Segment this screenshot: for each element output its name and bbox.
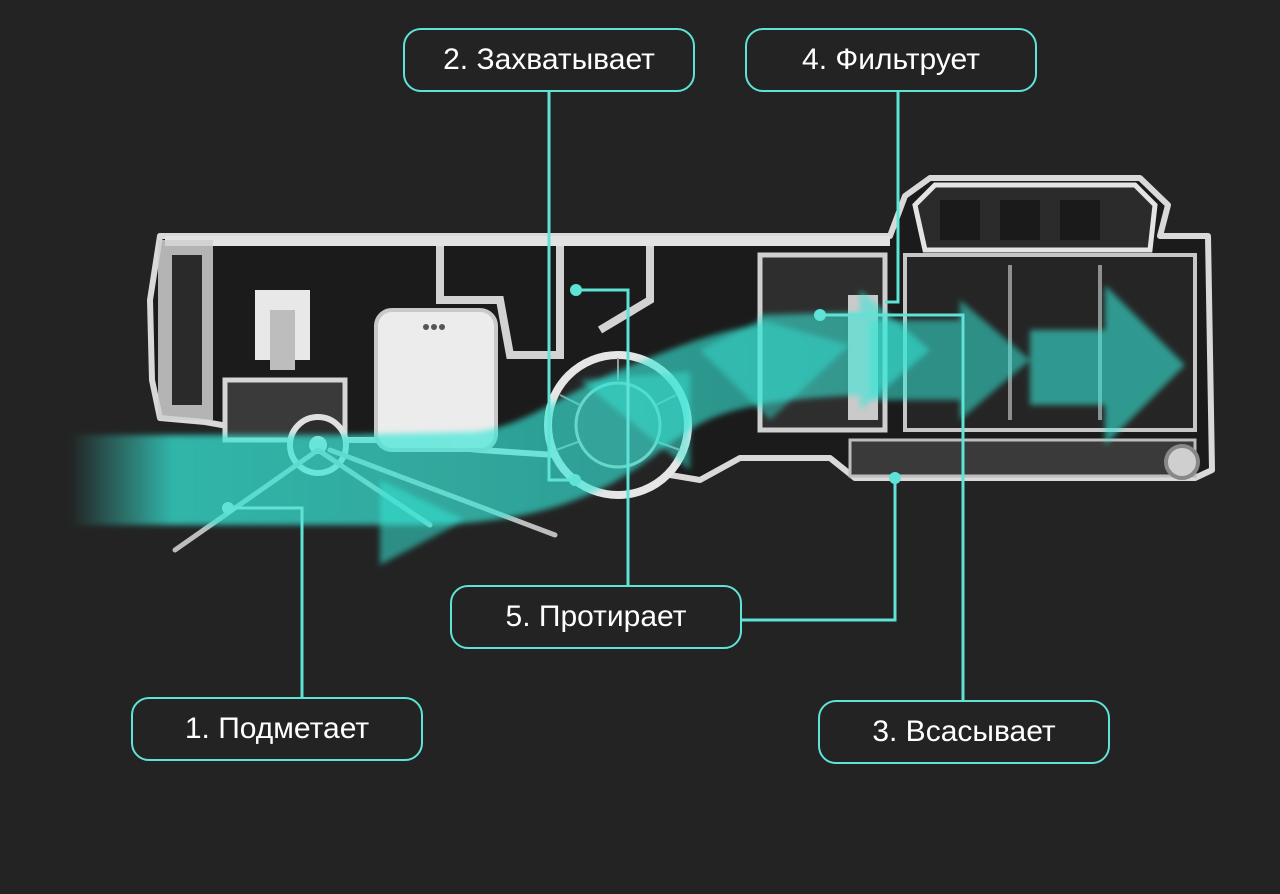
rear-wheel	[1164, 444, 1200, 480]
callout-sweep: 1. Подметает	[131, 697, 423, 761]
leader-dots	[222, 284, 901, 514]
leader-mop-b	[576, 288, 630, 585]
callout-capture: 2. Захватывает	[403, 28, 695, 92]
mop-tray	[848, 438, 1197, 478]
leader-suction	[820, 313, 965, 700]
top-rail	[165, 236, 890, 246]
battery-module	[374, 308, 498, 452]
callout-suction: 3. Всасывает	[818, 700, 1110, 764]
callout-mop: 5. Протирает	[450, 585, 742, 649]
leader-sweep	[228, 506, 304, 697]
airflow-stream	[70, 285, 1185, 565]
leader-lines	[228, 92, 965, 700]
leader-capture	[547, 92, 575, 482]
callout-filter: 4. Фильтрует	[745, 28, 1037, 92]
leader-mop	[742, 478, 897, 622]
leader-filter	[885, 92, 900, 304]
